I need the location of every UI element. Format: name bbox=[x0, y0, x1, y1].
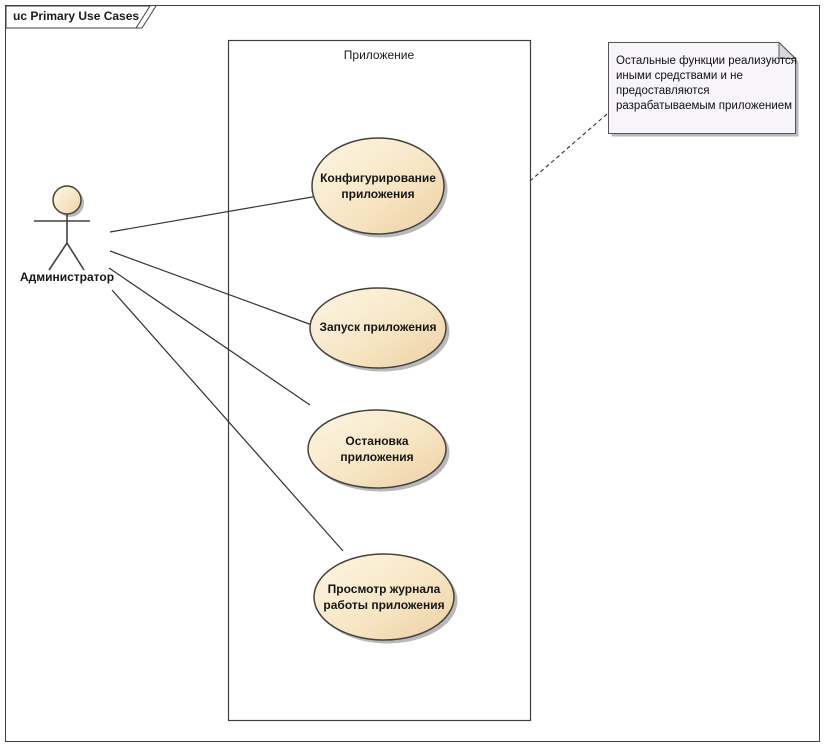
actor-left-leg bbox=[48, 242, 68, 271]
note-fold-corner-icon bbox=[778, 41, 797, 59]
note-body bbox=[608, 42, 796, 134]
use-case-3-ellipse bbox=[307, 409, 447, 489]
association-admin-configure[interactable] bbox=[109, 195, 319, 233]
frame-name-tab bbox=[5, 5, 151, 29]
system-boundary-box[interactable] bbox=[227, 39, 532, 722]
use-case-4-ellipse bbox=[313, 553, 455, 641]
frame-tab-fold-line bbox=[141, 5, 157, 29]
use-case-start-app[interactable] bbox=[309, 287, 450, 372]
actor-administrator[interactable] bbox=[34, 185, 90, 271]
use-case-1-ellipse bbox=[311, 137, 445, 235]
use-case-view-log[interactable] bbox=[313, 553, 458, 644]
note-shape[interactable] bbox=[608, 41, 799, 137]
actor-right-leg bbox=[66, 242, 85, 271]
actor-head bbox=[52, 185, 82, 215]
association-admin-viewlog[interactable] bbox=[111, 289, 344, 552]
association-admin-stop[interactable] bbox=[108, 267, 311, 406]
use-case-2-ellipse bbox=[309, 287, 447, 369]
use-case-configure-app[interactable] bbox=[311, 137, 448, 238]
note-link-connector[interactable] bbox=[529, 113, 608, 182]
association-admin-start[interactable] bbox=[109, 250, 313, 326]
use-case-stop-app[interactable] bbox=[307, 409, 450, 492]
